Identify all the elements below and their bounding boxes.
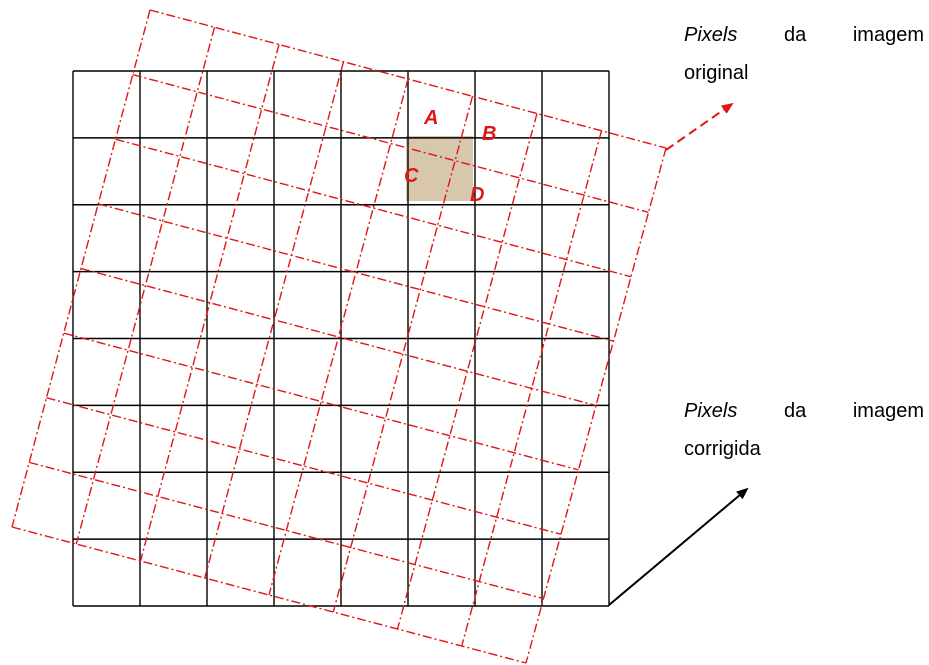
original-grid-line xyxy=(332,96,474,613)
original-grid-line xyxy=(139,44,280,562)
label-original-word1: da xyxy=(783,24,807,46)
corrected-pixel-grid xyxy=(72,70,610,607)
point-b-label: B xyxy=(482,123,496,145)
original-grid-line xyxy=(46,397,562,535)
point-a-label: A xyxy=(423,107,438,129)
original-grid-line xyxy=(63,332,579,471)
original-grid-line xyxy=(80,267,597,407)
original-grid-line xyxy=(98,203,614,342)
arrow-to-original xyxy=(665,102,734,151)
original-grid-line xyxy=(525,147,667,664)
label-original-pixels: Pixels da imagem original xyxy=(684,16,924,92)
point-d-label: D xyxy=(470,184,484,206)
original-pixel-grid xyxy=(11,9,667,664)
original-grid-line xyxy=(11,526,527,664)
label-original-line2: original xyxy=(684,62,749,84)
highlighted-pixel xyxy=(406,136,473,201)
label-original-word2: imagem xyxy=(852,24,924,46)
original-grid-line xyxy=(396,113,538,630)
point-c-label: C xyxy=(404,165,419,187)
original-grid-line xyxy=(75,27,216,545)
label-corrigida-pixels-italic: Pixels xyxy=(684,400,738,422)
original-grid-line xyxy=(115,138,632,278)
label-corrected-pixels: Pixels da imagem corrigida xyxy=(684,392,924,468)
label-original-pixels-italic: Pixels xyxy=(684,24,738,46)
arrow-to-corrigida xyxy=(608,487,749,606)
label-corrigida-line2: corrigida xyxy=(684,438,761,460)
original-grid-line xyxy=(268,78,409,596)
original-grid-line xyxy=(132,73,649,214)
original-grid-line xyxy=(29,461,544,600)
original-grid-line xyxy=(461,130,603,647)
label-corrigida-word2: imagem xyxy=(852,400,924,422)
label-corrigida-word1: da xyxy=(783,400,807,422)
